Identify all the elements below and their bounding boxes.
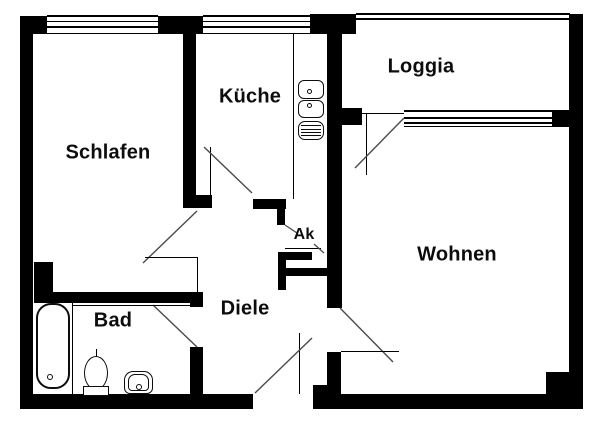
wall-schlafen-left-chunk [34,262,53,303]
kueche-window [203,15,310,34]
wall-ak-arm-lower [278,268,342,276]
loggia-railing-outer-line [356,13,570,15]
wall-schlafen-kueche-foot [183,195,212,208]
wall-ak-left-stub [277,209,285,225]
bathtub [36,303,70,389]
room-label-diele: Diele [220,297,270,320]
sink-1-drain-icon [307,89,312,94]
wall-left [20,16,33,409]
wall-kueche-bottom [253,199,286,209]
wall-ak-arm-upper [278,252,312,260]
wall-schlafen-kueche [183,34,196,195]
kueche-door-swing-line [203,146,253,194]
entrance-door-swing-line [254,337,313,394]
bad-door-swing-line [152,304,198,348]
wall-window-pillar [552,110,569,127]
wall-wohnen-lower-stub [327,352,341,394]
wall-bottom-right [313,394,583,409]
washbasin-bowl [84,356,108,390]
wohnen-door-swing-line [339,307,394,363]
wall-bad-top-stub [190,292,203,307]
room-label-schlafen: Schlafen [65,141,151,164]
wall-top-right-segment [310,14,356,34]
room-label-kueche: Küche [218,85,282,108]
room-label-loggia: Loggia [387,55,455,78]
wohnen-loggia-window [404,110,552,127]
toilet-inner-rim [128,374,149,391]
washbasin-base [83,386,109,396]
loggia-railing-inner-line [356,18,570,20]
wall-top-left-segment [20,16,47,34]
ak-door-tick-upper-line [284,224,298,234]
sink-2-drain-icon [307,103,312,108]
schlafen-window [47,15,158,34]
wall-bottom-right-corner-chunk [546,372,583,394]
kitchen-stove [298,121,324,140]
wall-loggia-door-stub [342,108,362,125]
ak-door-tick-lower-line [313,243,325,254]
room-label-ak: Ak [293,226,315,243]
wall-bottom-left [20,394,253,409]
kitchen-sink-basin-2 [298,100,324,118]
toilet-drain-icon [136,384,142,390]
wall-schlafen-bottom [34,292,197,303]
wall-bad-lower [190,347,203,394]
wall-right [569,14,583,409]
wall-top-mid-segment [158,16,203,34]
room-label-wohnen: Wohnen [417,243,497,266]
schlafen-door-swing-line [142,210,198,264]
loggia-door-swing-line [354,117,405,169]
wall-kueche-wohnen [327,34,342,308]
wall-bottom-step [313,385,327,394]
room-label-bad: Bad [93,309,133,332]
bathtub-drain-icon [47,374,53,380]
